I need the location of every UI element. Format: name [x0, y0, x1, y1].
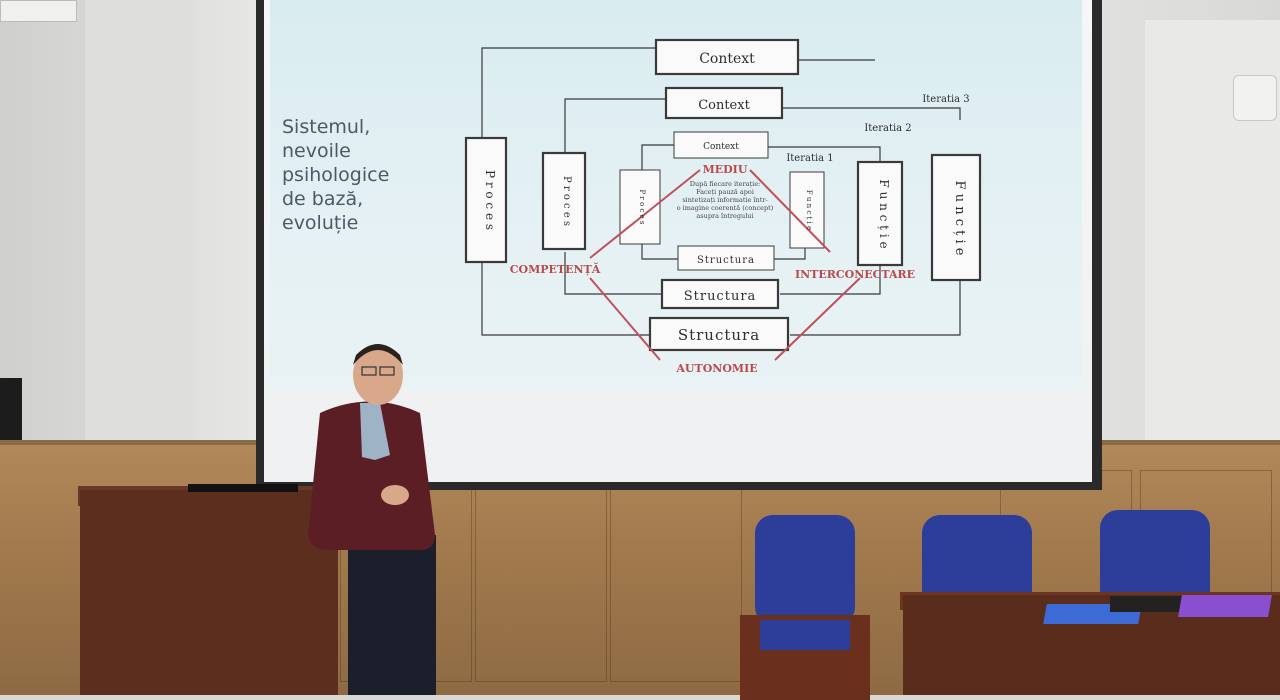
- iteration-label: Iteratia 3: [922, 94, 969, 105]
- functie-box-2: [856, 160, 904, 267]
- context-box-1: [673, 131, 769, 159]
- functie-box-3: [930, 153, 982, 282]
- proces-box-2: [541, 151, 587, 251]
- structura-label: Structura: [678, 326, 760, 344]
- context-label: Context: [699, 51, 755, 67]
- presenter: [308, 344, 436, 695]
- wood-panel: [610, 470, 742, 682]
- functie-label: F u n c ț i e: [805, 190, 813, 230]
- lectern: [80, 490, 338, 695]
- purple-folder: [1178, 595, 1272, 617]
- slide-title: Sistemul, nevoile psihologice de bază, e…: [282, 115, 432, 235]
- central-note-line: asupra întregului: [696, 212, 753, 220]
- context-label: Context: [698, 98, 750, 113]
- iteration-label: Iteratia 1: [786, 153, 833, 164]
- functie-label: F u n c ț i e: [952, 181, 967, 256]
- structura-box-1: [677, 245, 775, 271]
- structura-box-3: [648, 316, 790, 352]
- slide-title-line: de bază,: [282, 188, 364, 210]
- autonomie-label: AUTONOMIE: [675, 362, 757, 375]
- slide-title-line: nevoile: [282, 140, 351, 162]
- structura-label: Structura: [697, 255, 755, 266]
- chair: [740, 515, 870, 700]
- context-box-2: [664, 86, 784, 120]
- proces-box-3: [464, 136, 508, 264]
- air-conditioner: [0, 0, 77, 22]
- wood-panel: [475, 470, 607, 682]
- central-note-line: După fiecare iterație:: [690, 180, 760, 188]
- chair: [922, 515, 1032, 615]
- wall-pillar-left: [85, 0, 195, 460]
- proces-label: P r o c e s: [561, 176, 572, 226]
- structura-box-2: [660, 278, 780, 310]
- central-note-line: Faceți pauză apoi: [696, 188, 754, 196]
- system-evolution-diagram: Context Context Context Iteratia 3 Itera…: [464, 38, 982, 375]
- central-note-line: sintetizați informatie într-: [682, 196, 767, 204]
- mediu-label: MEDIU: [703, 163, 748, 176]
- smoke-detector: [1233, 75, 1277, 121]
- slide-title-line: Sistemul,: [282, 116, 371, 138]
- context-box-3: [654, 38, 800, 76]
- chair: [1100, 510, 1210, 610]
- interconectare-label: INTERCONECTARE: [795, 268, 915, 281]
- functie-box-1: [789, 171, 825, 249]
- competenta-label: COMPETENȚĂ: [510, 262, 601, 276]
- slide-title-line: evoluție: [282, 212, 359, 234]
- slide-title-line: psihologice: [282, 164, 390, 186]
- proces-label: P r o c e s: [483, 170, 497, 230]
- proces-label: P r o c e s: [638, 189, 646, 224]
- structura-label: Structura: [684, 289, 757, 304]
- functie-label: F u n c ț i e: [877, 179, 891, 248]
- central-note-line: o imagine coerentă (concept): [677, 204, 774, 212]
- laptop: [188, 484, 298, 492]
- iteration-label: Iteratia 2: [864, 123, 911, 134]
- context-label: Context: [703, 142, 739, 152]
- tablet: [1110, 596, 1190, 612]
